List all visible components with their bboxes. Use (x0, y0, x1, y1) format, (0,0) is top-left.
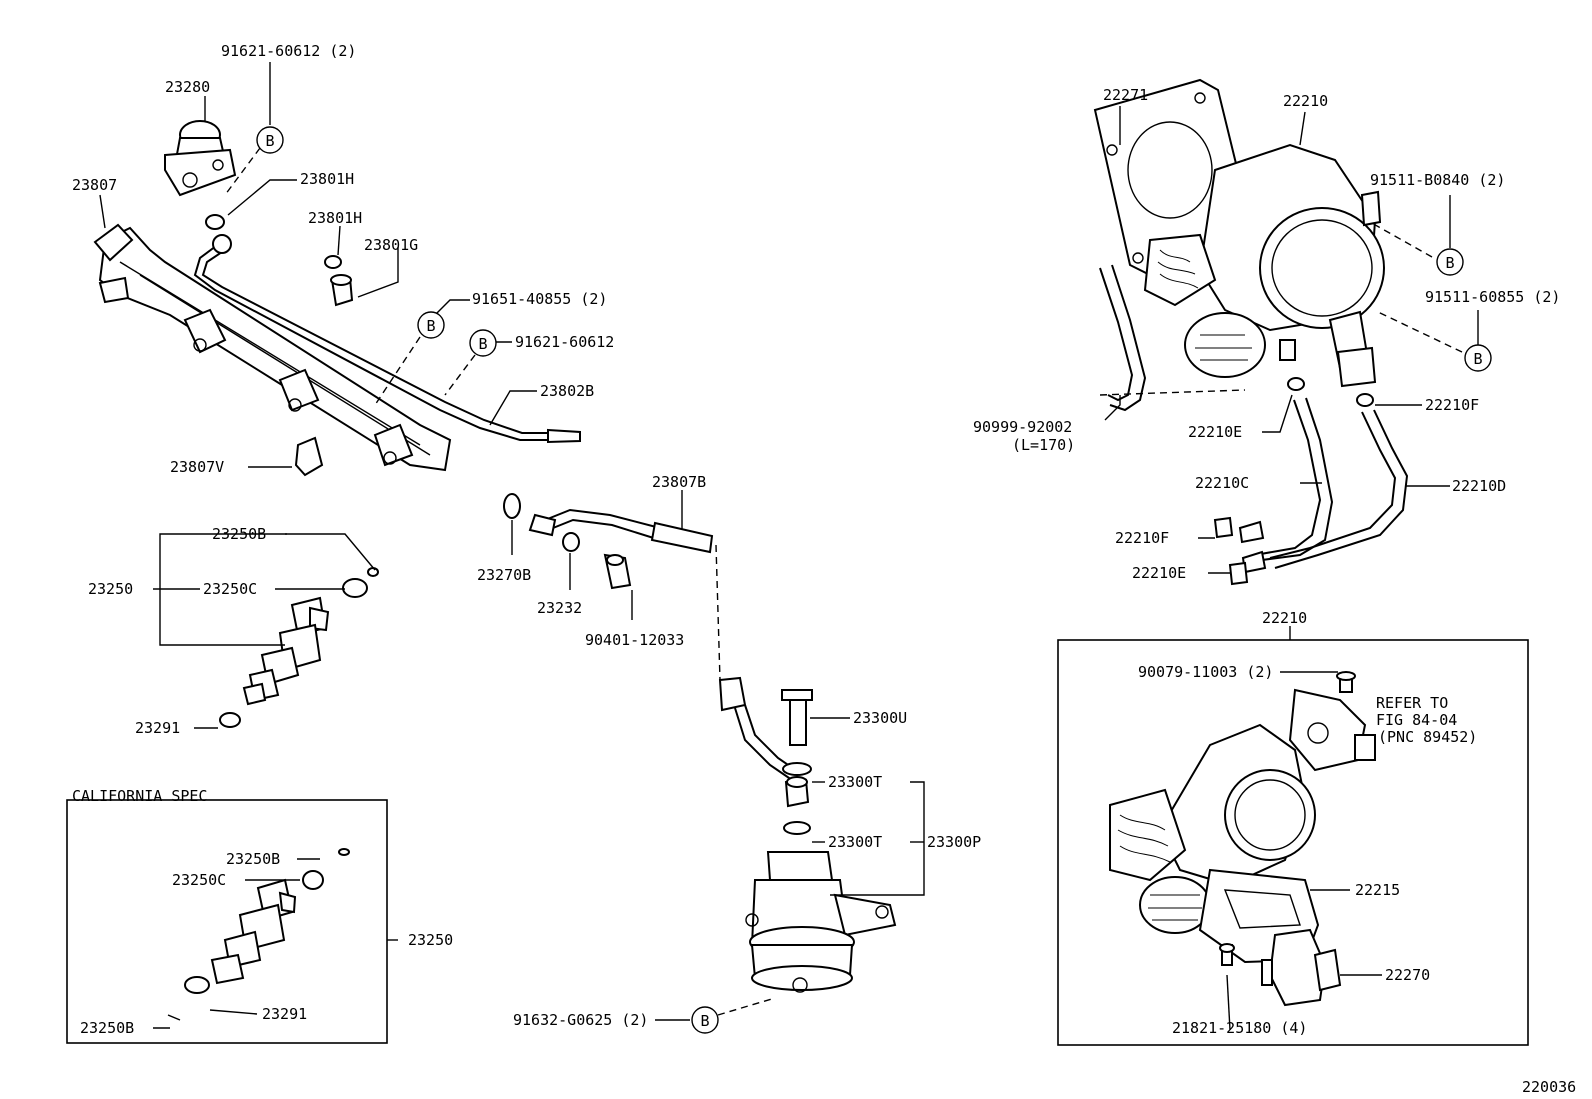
label-22210c: 22210C (1195, 474, 1249, 492)
label-23250b: 23250B (212, 525, 266, 543)
pressure-regulator (164, 120, 237, 197)
label-refer-1: REFER TO (1376, 694, 1448, 712)
label-22210f-b: 22210F (1115, 529, 1169, 547)
label-91651-40855-2: 91651-40855 (2) (472, 290, 607, 308)
label-23270b: 23270B (477, 566, 531, 584)
svg-text:B: B (478, 335, 487, 353)
label-cal-23250c: 23250C (172, 871, 226, 889)
label-23802b: 23802B (540, 382, 594, 400)
svg-text:B: B (1473, 350, 1482, 368)
bubble-b5: B (1436, 248, 1464, 276)
label-23300u: 23300U (853, 709, 907, 727)
hoses-right (1099, 264, 1409, 586)
label-cal-23250b-a: 23250B (226, 850, 280, 868)
throttle-body-box (1057, 639, 1529, 1046)
label-22271: 22271 (1103, 86, 1148, 104)
bubble-b4: B (691, 1006, 719, 1034)
label-90079-11003-2: 90079-11003 (2) (1138, 663, 1273, 681)
label-23250c: 23250C (203, 580, 257, 598)
label-91621-60612: 91621-60612 (515, 333, 614, 351)
label-91621-60612-2: 91621-60612 (2) (221, 42, 356, 60)
label-23300t-a: 23300T (828, 773, 882, 791)
pulsation-damper (745, 689, 897, 993)
rail-small-parts (205, 214, 354, 477)
label-22215: 22215 (1355, 881, 1400, 899)
label-23300p: 23300P (927, 833, 981, 851)
label-22270: 22270 (1385, 966, 1430, 984)
reference-bubbles: B B B B B B (256, 126, 1492, 1034)
label-22210e-a: 22210E (1188, 423, 1242, 441)
label-23807b: 23807B (652, 473, 706, 491)
label-23801h-b: 23801H (308, 209, 362, 227)
label-22210-top: 22210 (1283, 92, 1328, 110)
fuel-rail-assembly (93, 223, 581, 472)
svg-text:B: B (1445, 254, 1454, 272)
label-23807: 23807 (72, 176, 117, 194)
label-21821-25180-4: 21821-25180 (4) (1172, 1019, 1307, 1037)
injector-assembly (219, 567, 379, 728)
label-refer-2: FIG 84-04 (1376, 711, 1457, 729)
label-cal-23250: 23250 (408, 931, 453, 949)
label-91511-b0840-2: 91511-B0840 (2) (1370, 171, 1505, 189)
svg-text:B: B (265, 132, 274, 150)
part-labels: 91621-60612 (2) 23280 23807 23801H 23801… (72, 42, 1576, 1096)
bubble-b6: B (1464, 344, 1492, 372)
label-23232: 23232 (537, 599, 582, 617)
label-l170: (L=170) (1012, 436, 1075, 454)
label-23300t-b: 23300T (828, 833, 882, 851)
label-23250: 23250 (88, 580, 133, 598)
label-22210-box: 22210 (1262, 609, 1307, 627)
bubble-b2: B (417, 311, 445, 339)
bubble-b1: B (256, 126, 284, 154)
label-90999-92002: 90999-92002 (973, 418, 1072, 436)
figure-number: 220036 (1522, 1078, 1576, 1096)
label-22210e-b: 22210E (1132, 564, 1186, 582)
label-91632-g0625-2: 91632-G0625 (2) (513, 1011, 648, 1029)
bubble-b3: B (469, 329, 497, 357)
label-22210f-a: 22210F (1425, 396, 1479, 414)
label-cal-23250b-b: 23250B (80, 1019, 134, 1037)
label-23280: 23280 (165, 78, 210, 96)
label-23801h-a: 23801H (300, 170, 354, 188)
fuel-pipe-23807B (503, 493, 714, 590)
damper-pipe (718, 676, 810, 808)
label-22210d: 22210D (1452, 477, 1506, 495)
label-90401-12033: 90401-12033 (585, 631, 684, 649)
label-cal-23291: 23291 (262, 1005, 307, 1023)
label-23291: 23291 (135, 719, 180, 737)
label-23807v: 23807V (170, 458, 224, 476)
label-23801g: 23801G (364, 236, 418, 254)
svg-text:B: B (700, 1012, 709, 1030)
label-refer-3: (PNC 89452) (1378, 728, 1477, 746)
california-spec-box (66, 799, 388, 1044)
california-title: CALIFORNIA SPEC (72, 787, 207, 805)
svg-text:B: B (426, 317, 435, 335)
label-91511-60855-2: 91511-60855 (2) (1425, 288, 1560, 306)
throttle-body-top (1093, 78, 1385, 388)
leader-lines (99, 62, 1479, 1031)
